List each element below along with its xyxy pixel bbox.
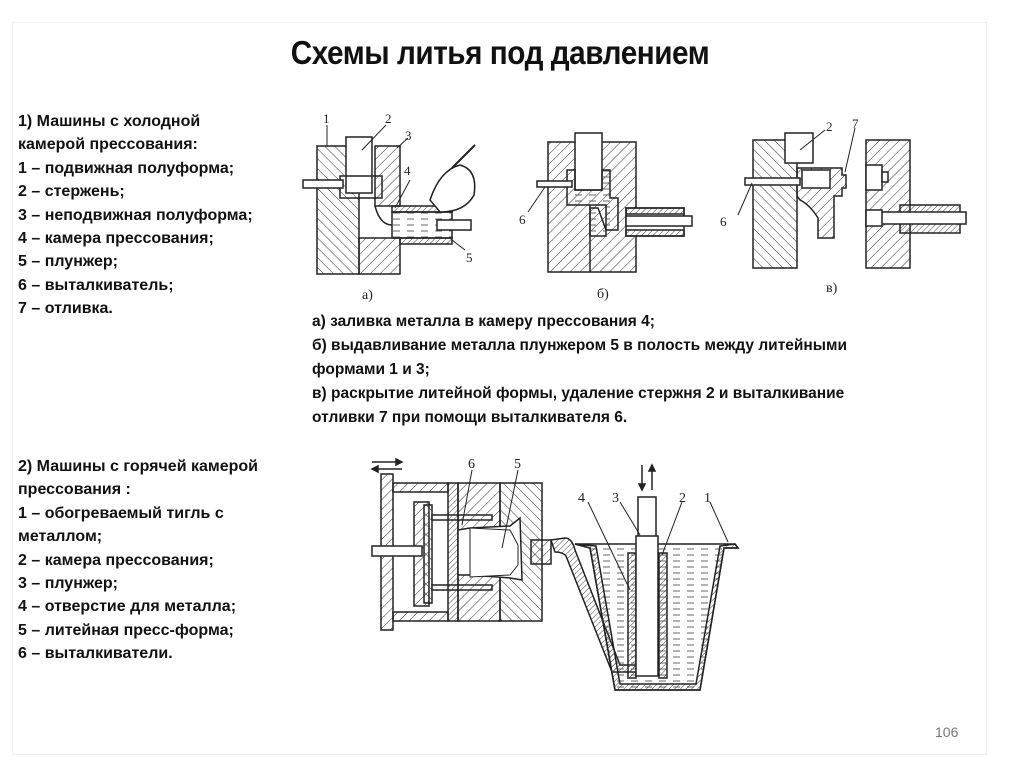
callout-hot-3: 3 <box>612 491 619 506</box>
page-number: 106 <box>935 724 959 740</box>
hot-chamber-heading-line-2: прессования : <box>18 481 131 499</box>
cold-chamber-captions: а) заливка металла в камеру прессования … <box>312 310 847 430</box>
figure-label-b: б) <box>597 287 609 302</box>
hot-chamber-item: 1 – обогреваемый тигль с <box>18 504 224 522</box>
figure-b-injection <box>536 132 693 273</box>
figure-label-v: в) <box>826 281 838 296</box>
callout-hot-6: 6 <box>468 457 475 472</box>
hot-chamber-item: 6 – выталкиватели. <box>18 645 173 663</box>
hot-chamber-item: 4 – отверстие для металла; <box>18 598 237 616</box>
callout-a-5: 5 <box>466 250 473 265</box>
cold-chamber-item: 2 – стержень; <box>18 183 125 201</box>
callout-hot-2: 2 <box>679 491 686 506</box>
slide-frame <box>12 22 987 755</box>
hot-chamber-item: металлом; <box>18 528 103 546</box>
cold-chamber-legend: 1) Машины с холодной камерой прессования… <box>18 110 253 321</box>
callout-a-2: 2 <box>385 111 392 126</box>
hot-chamber-item: 3 – плунжер; <box>18 575 118 593</box>
figure-label-a: а) <box>362 288 373 303</box>
hot-chamber-heading-line-1: 2) Машины с горячей камерой <box>18 458 258 475</box>
figure-a-callouts: 1 2 3 4 5 а) <box>323 111 473 303</box>
cold-chamber-item: 7 – отливка. <box>18 300 113 318</box>
cold-chamber-item: 3 – неподвижная полуформа; <box>18 206 253 224</box>
cold-chamber-item: 1 – подвижная полуформа; <box>18 159 235 177</box>
caption-line: а) заливка металла в камеру прессования … <box>312 313 655 330</box>
figure-v-callouts: 6 2 7 в) <box>720 116 859 296</box>
callout-a-3: 3 <box>405 128 412 143</box>
callout-hot-1: 1 <box>704 491 711 506</box>
figure-a-cold-fill <box>302 136 476 275</box>
slide-title: Схемы литья под давлением <box>290 34 710 71</box>
cold-chamber-item: 4 – камера прессования; <box>18 230 214 248</box>
caption-line: б) выдавливание металла плунжером 5 в по… <box>312 337 848 354</box>
figure-v-ejection <box>744 132 967 269</box>
cold-chamber-item: 6 – выталкиватель; <box>18 276 174 294</box>
callout-v-6: 6 <box>720 214 727 229</box>
cold-chamber-heading-line-2: камерой прессования: <box>18 136 198 154</box>
hot-chamber-item: 2 – камера прессования; <box>18 551 214 569</box>
hot-chamber-callouts: 6 5 4 3 2 1 <box>461 457 729 591</box>
caption-line: в) раскрытие литейной формы, удаление ст… <box>312 385 845 402</box>
figure-b-callouts: 6 б) <box>519 186 609 302</box>
caption-line: отливки 7 при помощи выталкивателя 6. <box>312 409 628 426</box>
callout-hot-4: 4 <box>578 491 585 506</box>
callout-b-6: 6 <box>519 212 526 227</box>
cold-chamber-heading-line-1: 1) Машины с холодной <box>18 113 201 130</box>
cold-chamber-item: 5 – плунжер; <box>18 253 118 271</box>
callout-v-2: 2 <box>826 119 833 134</box>
hot-chamber-legend: 2) Машины с горячей камерой прессования … <box>18 455 258 666</box>
callout-hot-5: 5 <box>514 457 521 472</box>
callout-a-1: 1 <box>323 111 330 126</box>
caption-line: формами 1 и 3; <box>312 361 430 378</box>
callout-v-7: 7 <box>852 116 859 131</box>
hot-chamber-item: 5 – литейная пресс-форма; <box>18 621 234 639</box>
callout-a-4: 4 <box>404 163 411 178</box>
